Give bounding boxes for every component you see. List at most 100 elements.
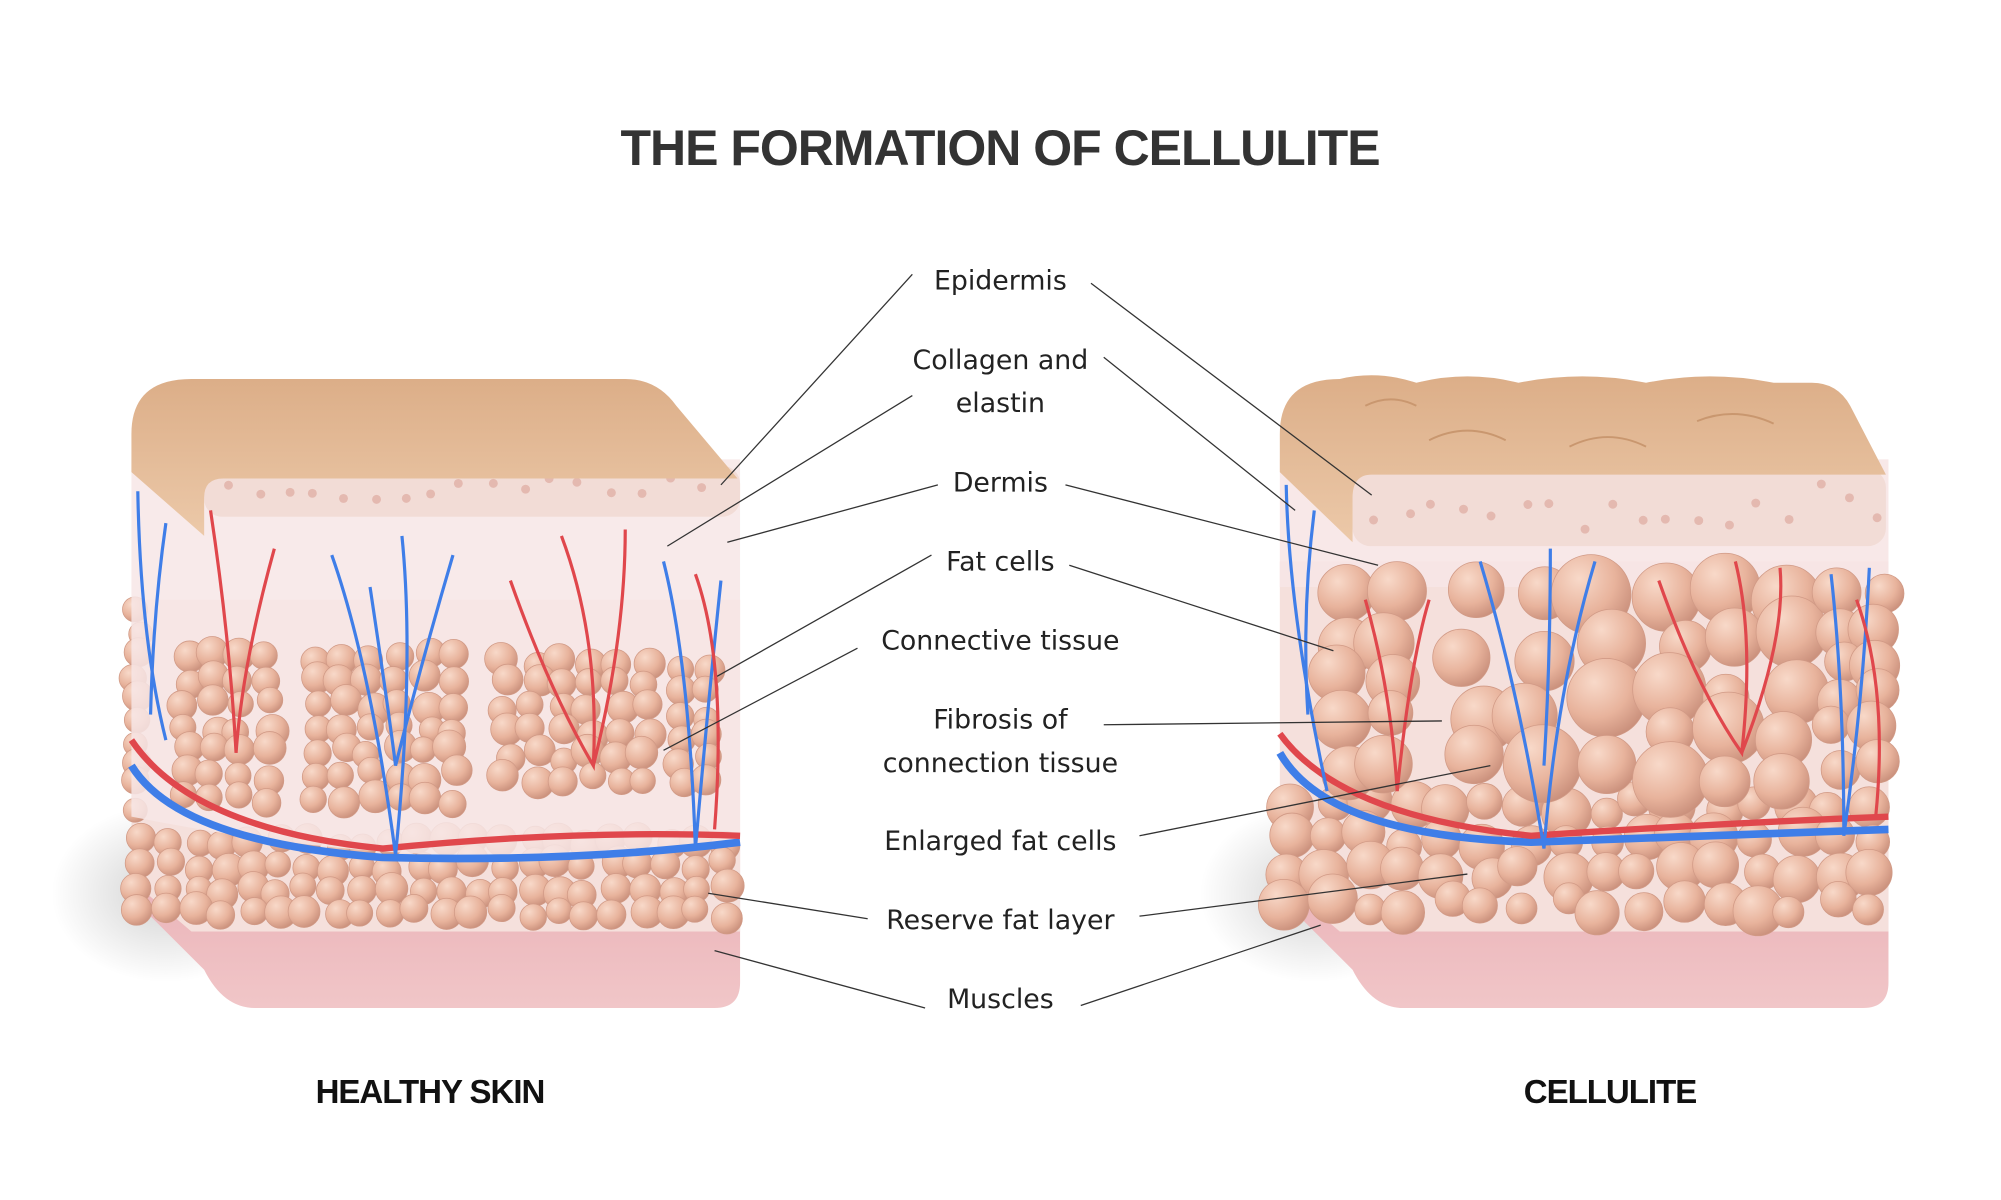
fat-cell [299, 785, 327, 814]
caption-cellulite: CELLULITE [1524, 1073, 1696, 1110]
leader-fat-right [1069, 564, 1334, 652]
reserve-fat-cell [1309, 817, 1347, 854]
fat-cell [438, 666, 469, 697]
epidermis-layer [1352, 469, 1886, 547]
fat-cell [194, 759, 223, 788]
leader-epidermis-right [1090, 282, 1373, 496]
leader-connective [663, 647, 858, 751]
epidermis-dot [1724, 520, 1734, 530]
label-collagen-line2: elastin [956, 388, 1045, 419]
leader-lines [663, 273, 1491, 1009]
fat-cell [438, 693, 469, 723]
reserve-fat-cell [205, 900, 236, 930]
label-connective-tissue: Connective tissue [881, 625, 1119, 656]
fat-cell [523, 734, 556, 767]
reserve-fat-cell [399, 893, 429, 923]
skin-surface [1279, 375, 1886, 543]
epidermis-dot [224, 480, 233, 490]
epidermis-dot [453, 478, 463, 488]
epidermis-dot [285, 487, 295, 497]
enlarged-fat-cell [1447, 561, 1505, 619]
epidermis-dot [1784, 514, 1794, 524]
enlarged-fat-cell [1444, 724, 1504, 785]
fat-cell [629, 767, 656, 794]
fat-cell [330, 684, 362, 716]
epidermis-dot [401, 493, 411, 503]
leader-reserve-right [1139, 873, 1468, 917]
fat-cell [408, 659, 441, 692]
label-reserve-fat-layer: Reserve fat layer [886, 905, 1115, 936]
epidermis-dot [572, 477, 582, 487]
label-muscles: Muscles [947, 984, 1054, 1015]
epidermis-dot [1694, 516, 1704, 526]
fat-cell [438, 639, 469, 670]
leader-fibrosis [1103, 720, 1442, 726]
reserve-fat-cell [346, 899, 374, 927]
label-fibrosis-line2: connection tissue [883, 748, 1118, 779]
fat-cell [441, 754, 473, 786]
reserve-fat-cells [118, 596, 745, 935]
reserve-fat-cell [1618, 853, 1655, 890]
epidermis-dot [1369, 515, 1379, 525]
label-dermis: Dermis [953, 467, 1048, 498]
reserve-fat-cell [681, 895, 709, 923]
leader-collagen-left [667, 395, 913, 547]
fat-cell [249, 641, 278, 670]
reserve-fat-cell [240, 897, 269, 926]
epidermis-dot [637, 488, 647, 498]
blood-vessels [128, 491, 741, 863]
reserve-fat-cell [1497, 846, 1538, 887]
fat-cell [252, 731, 287, 765]
reserve-fat-cell [264, 851, 292, 878]
enlarged-fat-cell [1753, 753, 1810, 810]
epidermis-dot [521, 484, 531, 494]
epidermis-dots [1369, 479, 1882, 534]
fat-cell [197, 684, 229, 716]
enlarged-fat-cell [1698, 755, 1751, 808]
enlarged-fat-cell [1632, 741, 1709, 818]
epidermis-dot [1872, 513, 1882, 523]
fat-cell [251, 788, 282, 818]
epidermis-dot [606, 488, 616, 498]
label-fat-cells: Fat cells [946, 546, 1054, 577]
reserve-fat-cell [487, 894, 516, 923]
epidermis-dot [488, 478, 498, 488]
dimples [1364, 398, 1775, 448]
reserve-fat-cell [568, 901, 598, 931]
reserve-fat-cell [124, 848, 155, 879]
reserve-fat-cell [1505, 892, 1538, 925]
epidermis-dot [1523, 500, 1533, 509]
reserve-fat-cell [1820, 880, 1857, 918]
epidermis-dots [224, 473, 707, 504]
reserve-fat-cell [596, 899, 627, 930]
fat-cell [305, 690, 332, 717]
reserve-fat-cell [120, 894, 153, 926]
epidermis-layer [204, 465, 741, 517]
enlarged-fat-cell [1432, 628, 1491, 687]
leader-fat-left [716, 554, 932, 677]
reserve-fat-cell [1307, 873, 1358, 924]
leader-muscles-right [1080, 924, 1321, 1007]
epidermis-dot [1638, 515, 1648, 525]
caption-healthy-skin: HEALTHY SKIN [316, 1073, 545, 1110]
epidermis-dot [1459, 504, 1468, 514]
enlarged-fat-cell [1311, 689, 1372, 750]
reserve-fat-cell [376, 899, 405, 928]
epidermis-dot [1425, 499, 1435, 509]
reserve-fat-cell [1772, 855, 1821, 904]
leader-dermis-left [727, 484, 939, 543]
reserve-fat-cell [1692, 841, 1740, 889]
fat-cell [438, 789, 467, 819]
fat-cell [486, 759, 519, 792]
enlarged-fat-cell [1317, 564, 1376, 622]
epidermis-dot [1608, 499, 1618, 509]
reserve-fat-cell [1624, 892, 1664, 932]
reserve-fat-cell [710, 868, 745, 903]
reserve-fat-cell [156, 847, 185, 876]
fat-cell [223, 734, 255, 766]
epidermis-dot [1660, 514, 1670, 524]
epidermis-dot [697, 483, 707, 493]
reserve-fat-cell [1574, 890, 1620, 936]
epidermis-dot [307, 488, 317, 498]
fat-cell [665, 675, 697, 706]
